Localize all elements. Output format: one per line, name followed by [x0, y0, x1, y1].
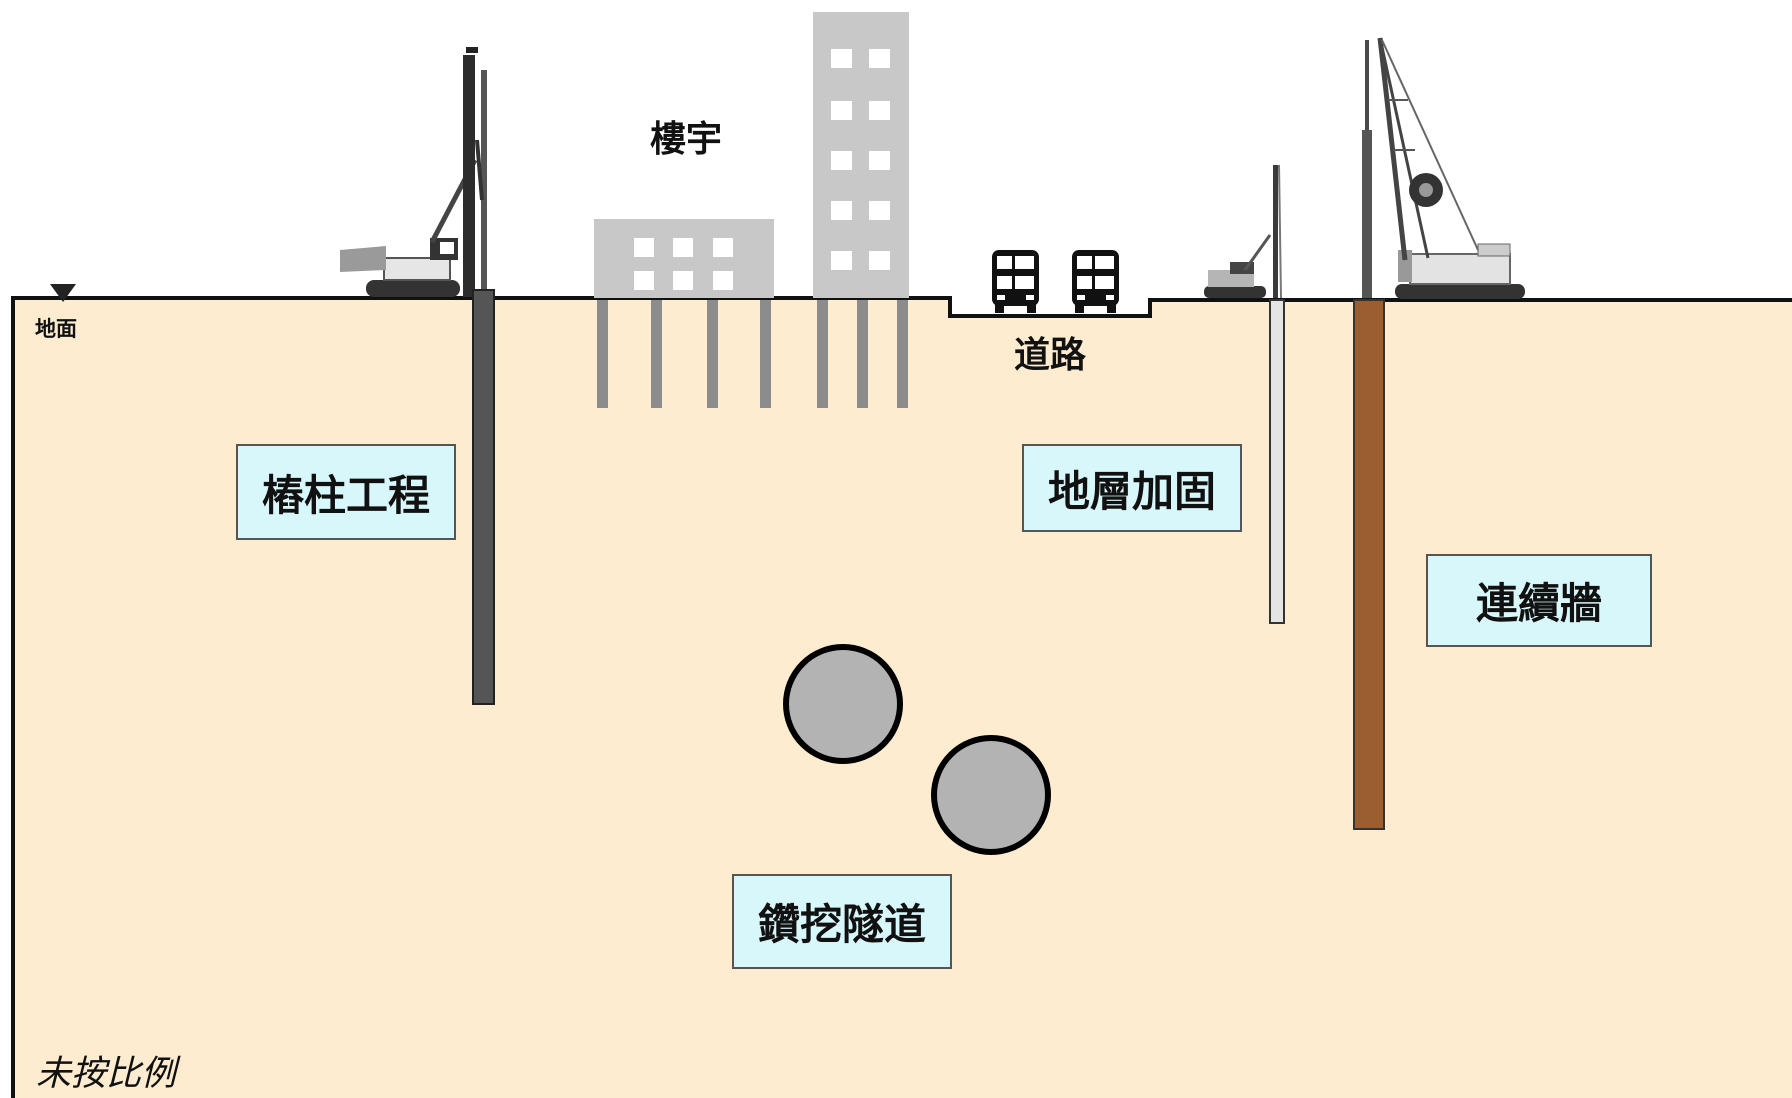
bus-icon [1072, 250, 1119, 313]
scale-note: 未按比例 [36, 1054, 177, 1094]
ground-surface-line [11, 296, 1792, 1098]
building-pile [857, 300, 868, 408]
ground-treatment-box: 地層加固 [1022, 444, 1242, 532]
ground-level-marker-icon [50, 284, 76, 302]
bored-pile [472, 289, 495, 705]
ground-treatment-column [1269, 299, 1285, 624]
building-pile [897, 300, 908, 408]
ground-label: 地面 [35, 316, 77, 341]
diaphragm-wall-box: 連續牆 [1426, 554, 1652, 647]
building-pile [760, 300, 771, 408]
building-pile [651, 300, 662, 408]
building-pile [597, 300, 608, 408]
drilling-rig-icon [1204, 164, 1282, 299]
tunnel-bore [931, 735, 1051, 855]
building-label: 樓宇 [650, 118, 723, 160]
tunnel-bore [783, 644, 903, 764]
low-building [594, 219, 774, 298]
bored-tunnel-box: 鑽挖隧道 [732, 874, 952, 969]
piling-works-box: 樁柱工程 [236, 444, 456, 540]
building-pile [707, 300, 718, 408]
piling-rig-icon [340, 47, 487, 297]
road-label: 道路 [1014, 334, 1087, 376]
building-foundation-piles [597, 300, 908, 408]
crawler-crane-icon [1362, 37, 1525, 299]
diaphragm-wall [1353, 299, 1385, 830]
tall-building [813, 12, 909, 298]
bus-icon [992, 250, 1039, 313]
building-pile [817, 300, 828, 408]
